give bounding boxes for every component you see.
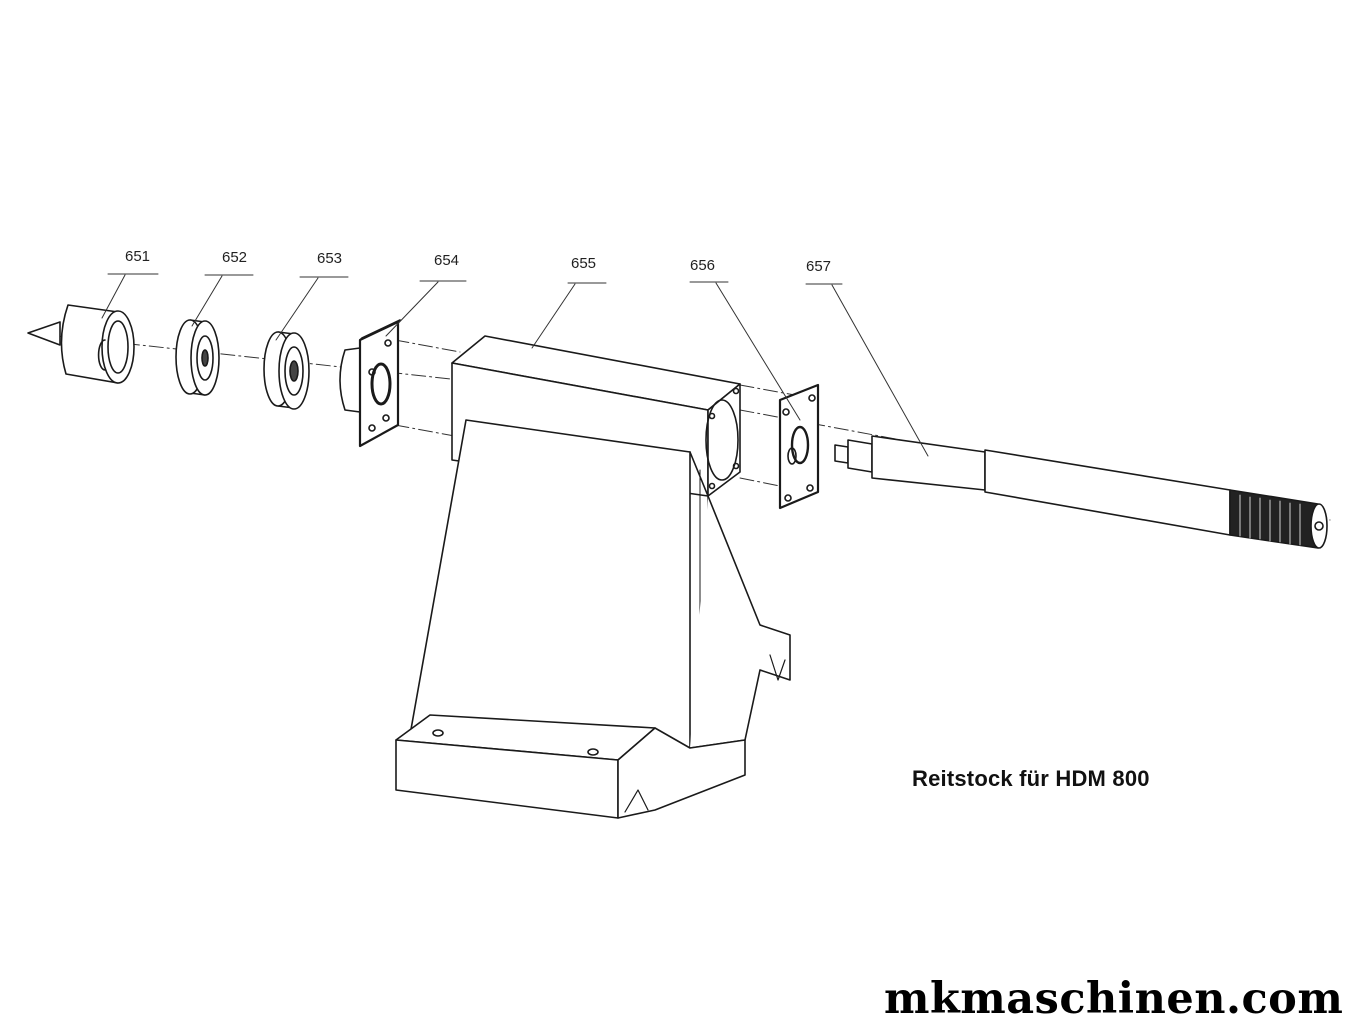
part-651-live-center [27, 304, 135, 384]
part-label-653: 653 [317, 250, 342, 267]
part-656-rear-flange [778, 383, 820, 510]
part-label-654: 654 [434, 252, 459, 269]
part-657-quill-shaft [834, 435, 1328, 549]
part-label-651: 651 [125, 248, 150, 265]
part-number-labels: 651 652 653 654 655 656 657 [125, 248, 831, 275]
part-label-656: 656 [690, 257, 715, 274]
part-653-bearing [263, 331, 310, 410]
part-655-tailstock-housing [395, 335, 791, 819]
part-label-655: 655 [571, 255, 596, 272]
part-label-652: 652 [222, 249, 247, 266]
part-652-bearing [175, 319, 220, 396]
site-watermark: mkmaschinen.com [884, 974, 1344, 1024]
leader-lines [101, 273, 929, 457]
part-label-657: 657 [806, 258, 831, 275]
drawing-caption: Reitstock für HDM 800 [912, 766, 1150, 791]
part-654-front-flange [339, 319, 401, 448]
